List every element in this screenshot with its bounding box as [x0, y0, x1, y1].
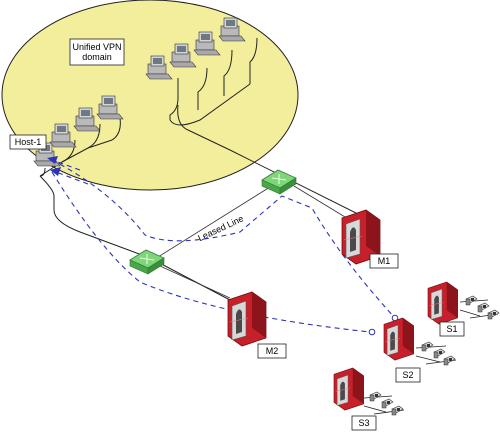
vpn-arrow-icon [47, 156, 58, 164]
gateway-m2-icon [227, 291, 267, 347]
phone-icon [433, 348, 446, 359]
gateway-label-box [369, 253, 399, 269]
gateway-label-box [257, 343, 287, 359]
host-label-box [9, 134, 47, 150]
router-icon [129, 249, 165, 275]
domain-label-box [69, 38, 125, 66]
router-icon [261, 169, 297, 195]
satellite-s1: S1 [427, 281, 500, 337]
vpn-arrow-icon [50, 167, 61, 176]
gateway-s1-label: S1 [446, 324, 457, 334]
gateway-label-box [351, 415, 377, 431]
gateway-s3-icon [333, 367, 365, 411]
phone-icon [369, 391, 382, 402]
satellite-s3: S3 [333, 367, 405, 431]
phone-icon [465, 295, 478, 306]
wan-links [149, 181, 351, 299]
phone-icon [381, 398, 394, 409]
gateway-m1-label: M1 [378, 256, 391, 266]
domain-label-line1: Unified VPN [72, 42, 121, 52]
gateway-s2-label: S2 [402, 370, 413, 380]
domain-label-line2: domain [82, 52, 112, 62]
phone-icon [421, 341, 434, 352]
host-label: Host-1 [15, 137, 42, 147]
phone-icon [487, 309, 500, 320]
gateway-s3-label: S3 [358, 418, 369, 428]
vpn-tunnel-paths [51, 159, 396, 333]
gateway-s1-icon [427, 281, 459, 325]
gateway-label-box [439, 321, 465, 337]
gateway-label-box [395, 367, 421, 383]
lan-cables-upper [169, 37, 381, 226]
gateway-s2-icon [383, 317, 415, 361]
lan-cables-lower [39, 117, 231, 301]
vpn-endpoint-marker [368, 328, 376, 336]
phone-icon [477, 302, 490, 313]
satellite-s2: S2 [383, 317, 457, 383]
gateway-m2-label: M2 [266, 346, 279, 356]
